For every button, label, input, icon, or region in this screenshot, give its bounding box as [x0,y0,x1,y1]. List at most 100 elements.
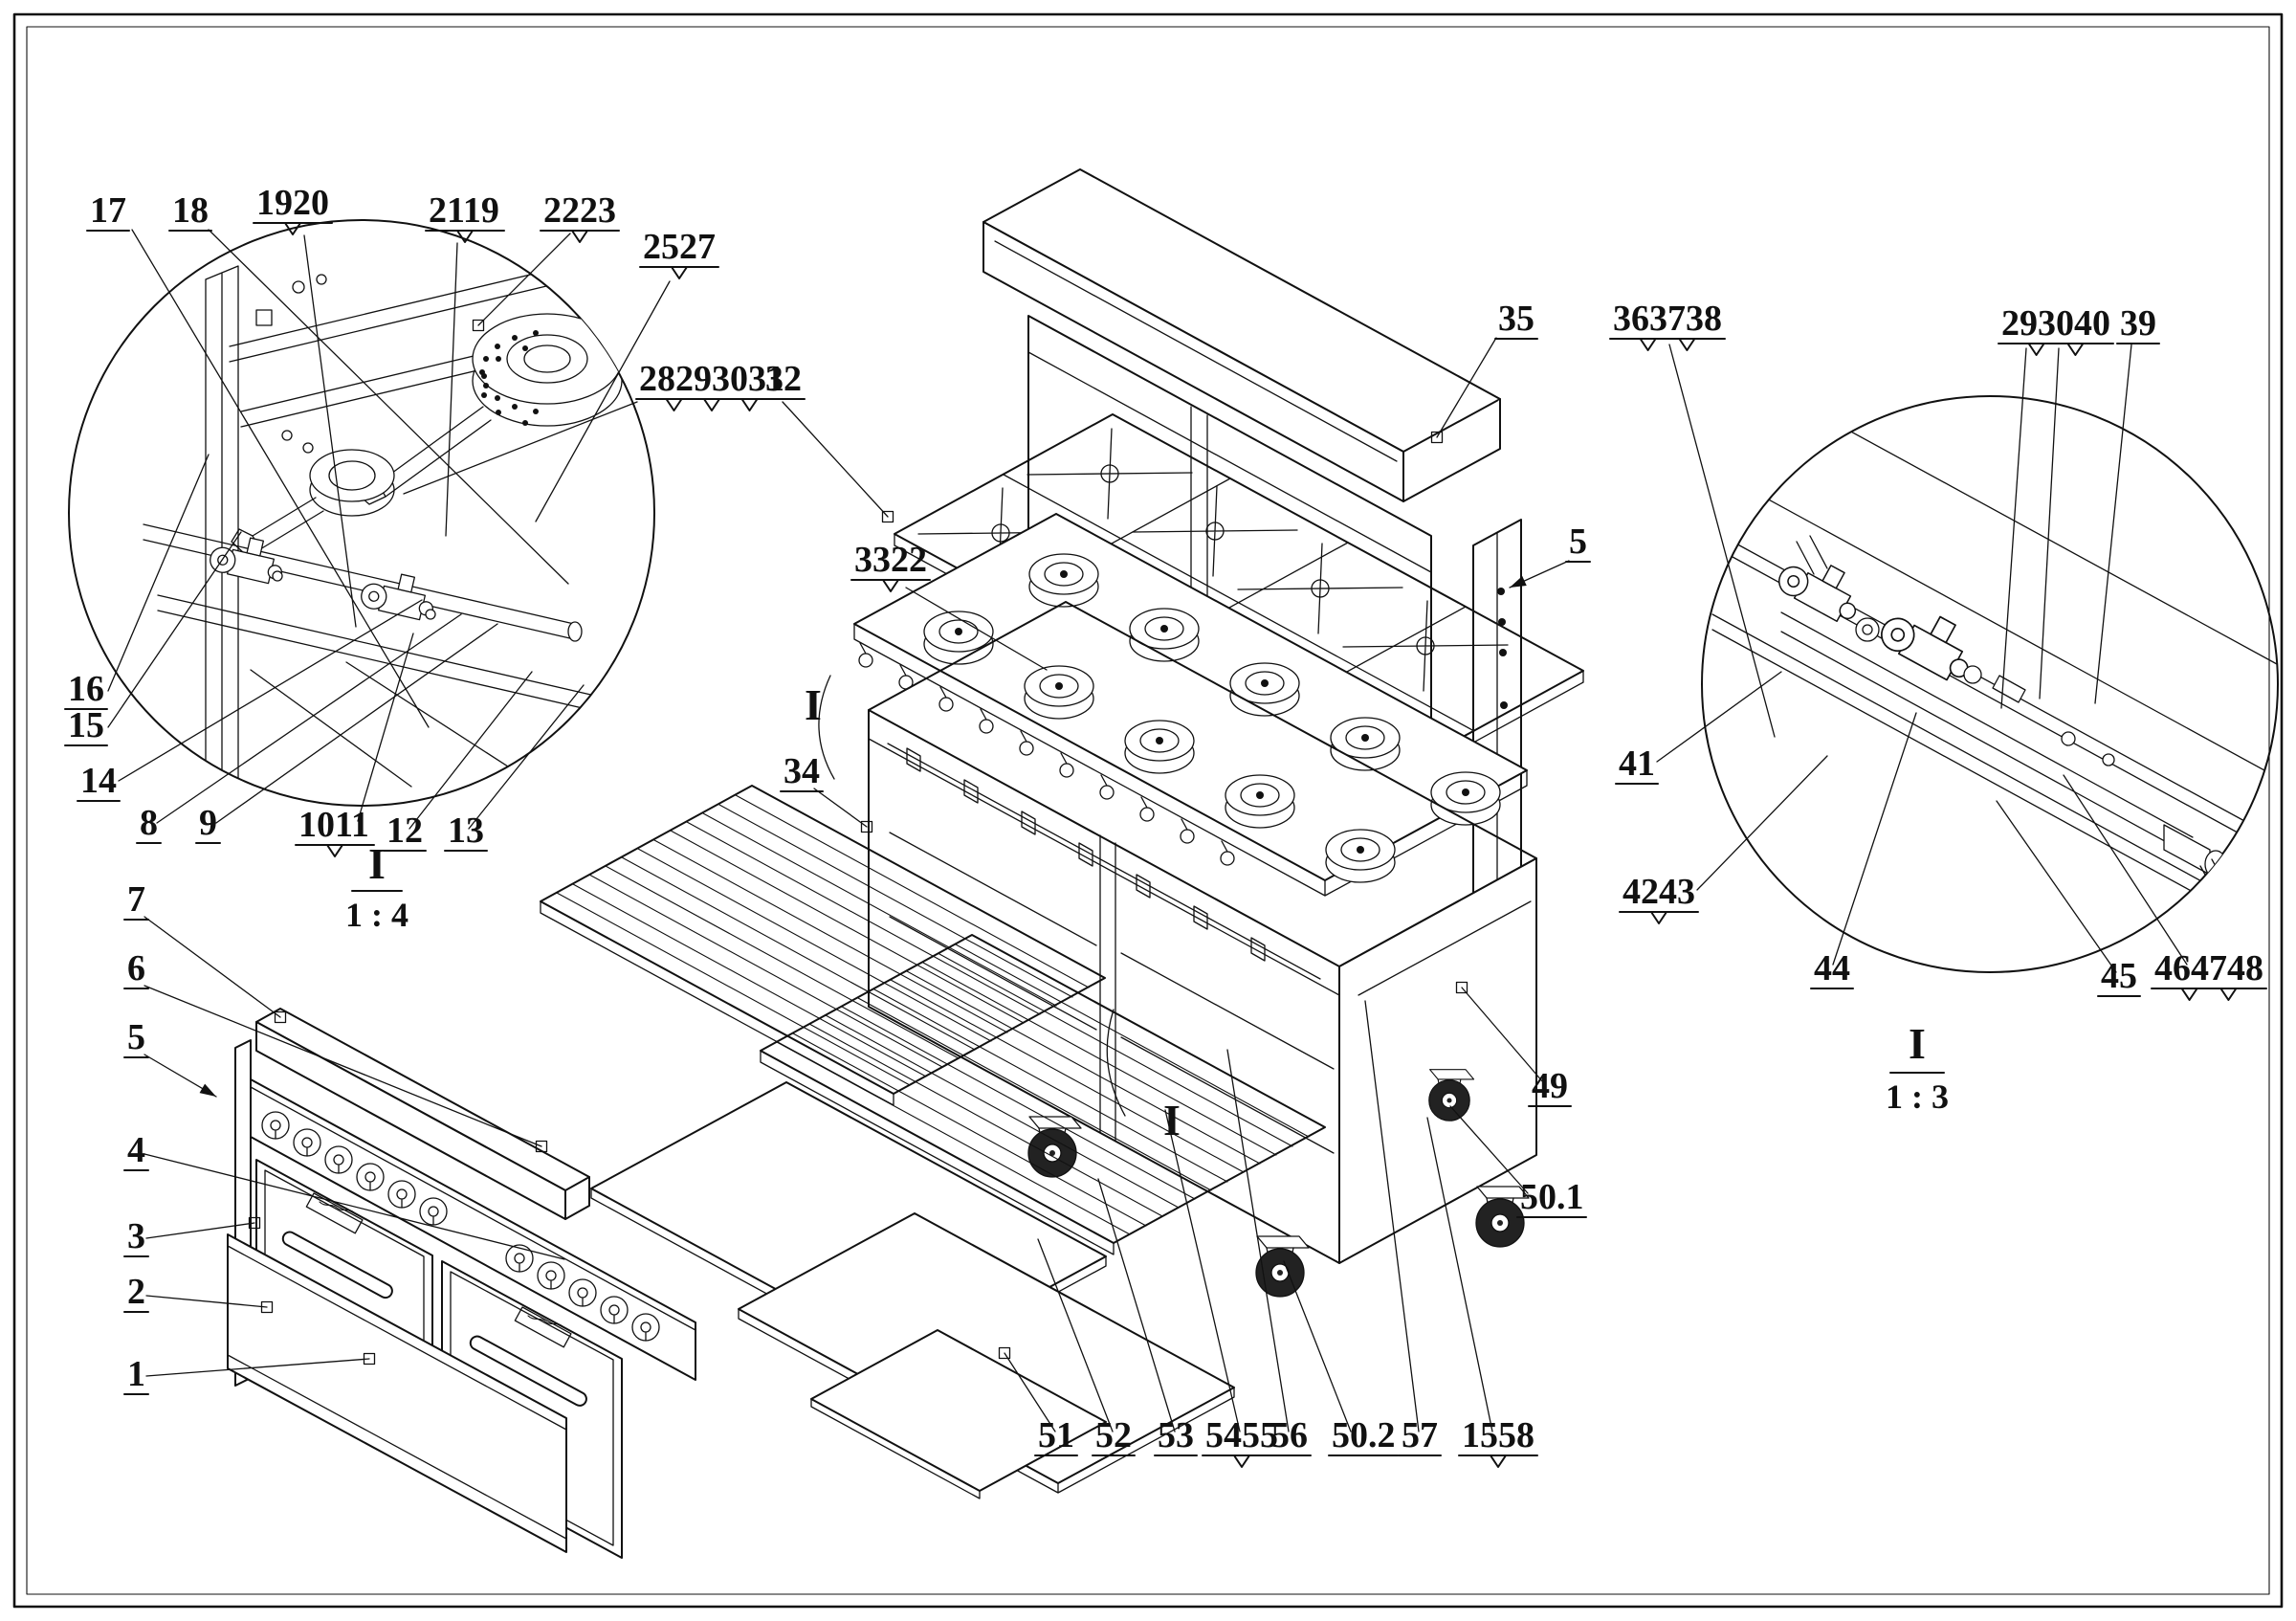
part-label-39: 39 [2094,303,2160,704]
leader-end-square [260,1300,274,1314]
part-label-17: 17 [86,190,430,728]
part-label-2: 2 [123,1272,274,1314]
detail-scale-label: 1 : 4 [345,896,408,934]
part-number: 39 [2120,303,2156,344]
part-number: 56 [1271,1415,1308,1455]
part-number: 1011 [298,805,369,845]
part-label-7: 7 [123,879,287,1024]
part-label-3322: 3322 [850,540,1048,671]
scale-annotation-left: I 1 : 4 [345,839,408,934]
leader-line [403,401,638,495]
part-number: 51 [1038,1415,1074,1455]
leader-end-square [535,1140,548,1153]
part-label-12: 12 [383,671,533,852]
leader-line [156,613,462,824]
leader-line [145,1295,268,1308]
part-number: 18 [172,190,209,231]
part-label-464748: 464748 [2063,774,2267,1001]
leader-line [2094,344,2132,704]
leader-line [1004,1352,1056,1432]
part-label-6: 6 [123,948,548,1153]
part-label-56: 56 [1226,1049,1312,1456]
leader-end-square [472,319,485,332]
detail-marker-label: I [368,839,386,888]
right-detail-content [1711,412,2278,928]
part-number: 35 [1498,299,1534,339]
detail-scale-label: 1 : 3 [1886,1077,1949,1116]
oven-rack-2 [760,934,1326,1255]
part-number: 17 [90,190,126,231]
part-number: 7 [127,879,145,920]
part-label-4: 4 [123,1130,565,1260]
leader-line [215,623,498,824]
part-label-9: 9 [195,623,498,844]
part-number: 2527 [643,227,716,267]
part-label-1: 1 [123,1352,376,1395]
control-panel [250,1078,696,1381]
leader-line [1668,344,1776,738]
leader-line [2000,347,2027,709]
leader-line [303,234,357,628]
body-valve-rail [906,747,1266,962]
part-number: 52 [1095,1415,1132,1455]
leader-line [782,401,889,518]
part-label-44: 44 [1810,712,1917,989]
outer-border [12,12,2284,1609]
leader-line [813,788,868,828]
leader-line [107,531,242,728]
caster-front-right [1255,1235,1310,1298]
leader-line [1461,987,1544,1083]
burner-deck [853,513,1528,897]
label-underline [295,844,375,857]
leader-line [1449,1105,1529,1194]
part-number: 1920 [256,183,329,223]
leader-line [1164,1109,1241,1432]
part-number: 2119 [429,190,499,231]
brand-plate-left [305,1192,364,1234]
part-number: 28293031 [639,359,784,399]
part-number: 15 [68,705,104,745]
part-label-16: 16 [64,454,210,710]
part-label-57: 57 [1364,1000,1442,1456]
left-detail-circle [68,219,655,807]
part-number: 4243 [1623,872,1695,912]
leader-line [1996,800,2117,973]
part-number: 12 [386,810,423,851]
part-label-13: 13 [444,684,585,852]
part-number: 3 [127,1216,145,1256]
part-number: 44 [1814,948,1850,988]
part-label-2223: 2223 [472,190,620,332]
leader-line [1364,1000,1420,1432]
leader-line [1656,671,1782,763]
door-handle-right [469,1335,587,1407]
leader-arrowhead [1510,575,1527,588]
leader-line [468,684,585,830]
left-detail-content [143,245,654,801]
part-number: 34 [784,751,820,791]
part-number: 53 [1158,1415,1194,1455]
leader-line [1097,1178,1176,1432]
leader-line [1436,337,1497,438]
hood-shelf-assembly [982,168,1501,502]
leader-end-square [274,1010,287,1024]
leader-arrowhead [199,1083,216,1097]
label-underline [1619,911,1699,924]
part-label-35: 35 [1430,299,1538,444]
part-number: 5 [1569,522,1587,562]
leader-line [445,242,458,537]
part-number: 5 [127,1017,145,1057]
front-panel-assembly [227,1008,696,1559]
detail-arc-lower [1106,1009,1126,1117]
label-underline [540,230,620,243]
leader-end-square [860,820,873,833]
label-underline [1998,343,2114,356]
leader-line [1696,755,1828,891]
part-label-34: 34 [780,751,873,833]
part-label-3: 3 [123,1216,261,1257]
leader-line [1283,1260,1352,1432]
leader-line [1832,712,1917,966]
burner-flame-holes [479,330,539,426]
oven-rack-1 [540,785,1106,1106]
part-label-18: 18 [168,190,569,585]
